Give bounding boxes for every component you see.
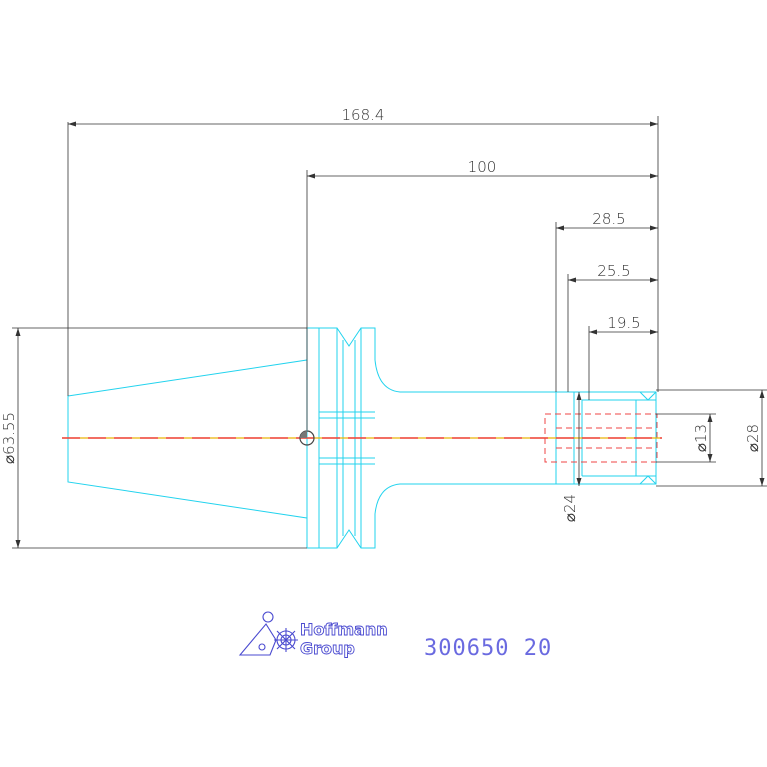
- dim-diameter-13: ⌀13: [692, 424, 710, 452]
- dimension-arrows: [15, 121, 765, 548]
- centerline: [62, 430, 662, 446]
- dim-flange-diameter: ⌀63.55: [0, 412, 18, 464]
- dim-shank-length: 100: [468, 158, 497, 176]
- part-number: 300650 20: [424, 636, 552, 661]
- dimension-lines: [12, 116, 767, 549]
- dim-28-5: 28.5: [592, 210, 625, 228]
- dim-overall-length: 168.4: [342, 106, 385, 124]
- hoffmann-group-logo: Hoffmann Group: [238, 611, 388, 658]
- dim-diameter-24: ⌀24: [561, 494, 579, 522]
- dim-25-5: 25.5: [597, 262, 630, 280]
- logo-line-1: Hoffmann: [300, 620, 388, 639]
- dim-19-5: 19.5: [607, 314, 640, 332]
- dim-diameter-28: ⌀28: [744, 424, 762, 452]
- logo-line-2: Group: [300, 639, 355, 658]
- taper-shank: [67, 359, 308, 519]
- logo-emblem-icon: [238, 611, 298, 656]
